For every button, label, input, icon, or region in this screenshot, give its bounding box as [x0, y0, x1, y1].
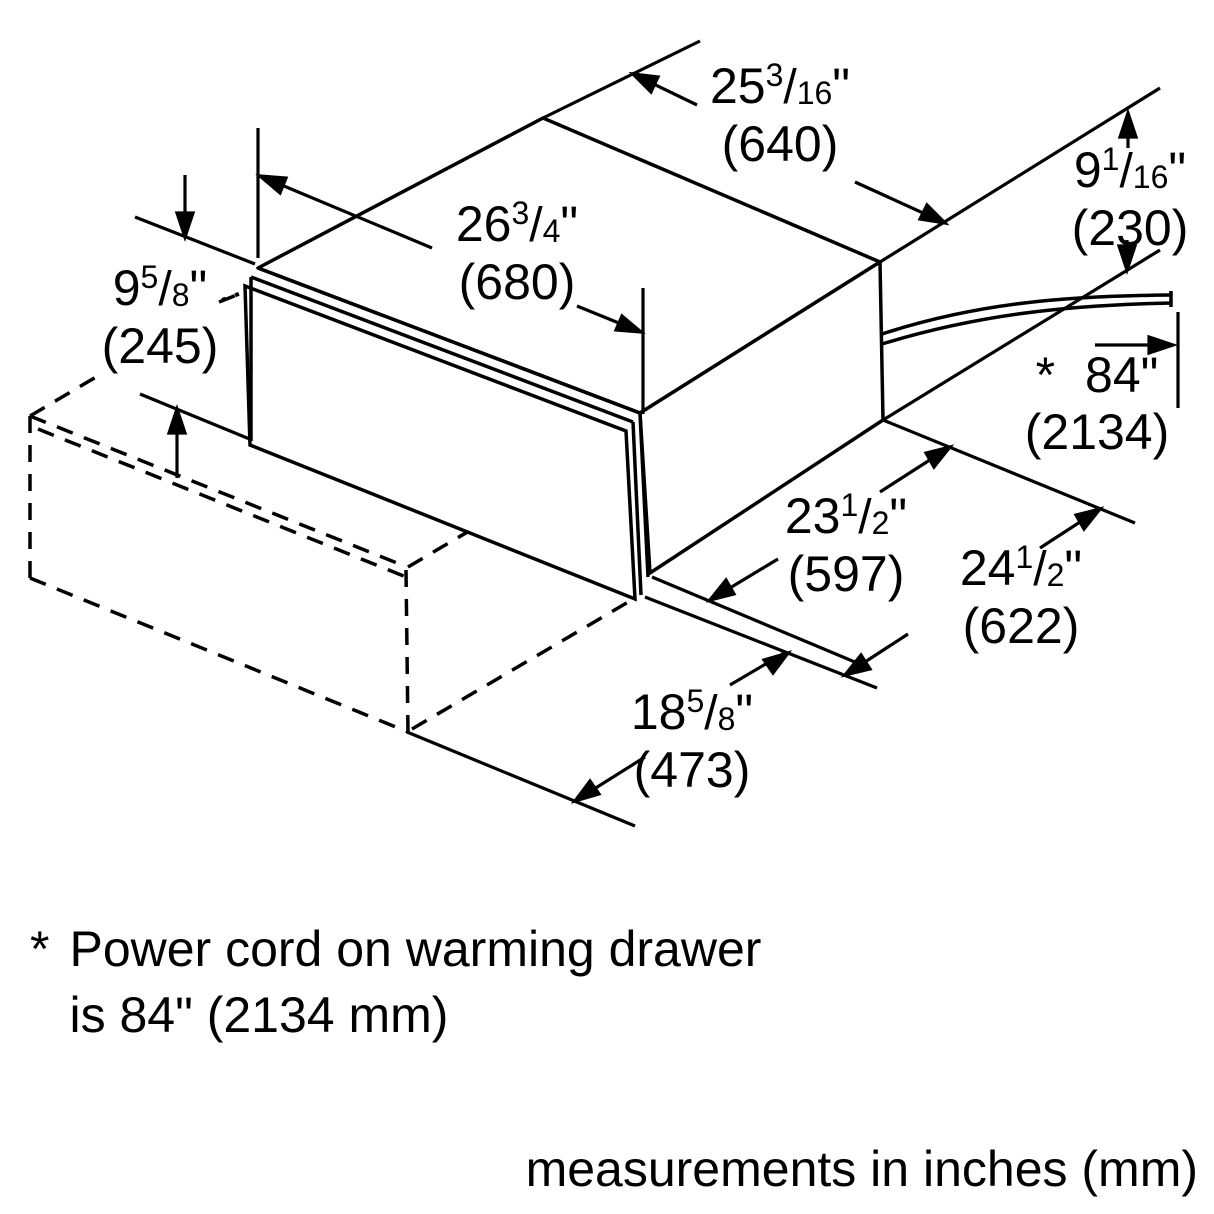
dim-230-label: 91/16" (230)	[1071, 141, 1189, 256]
footnote-line-2: is 84" (2134 mm)	[69, 987, 449, 1043]
dim-473-label: 185/8" (473)	[630, 683, 754, 798]
dim-473-lines	[570, 650, 793, 804]
dim-245-label: 95/8" (245)	[101, 259, 219, 374]
dim-2134-label: *84" (2134)	[1024, 347, 1170, 460]
dim-622-lines	[840, 506, 1105, 678]
dim-245-lines	[166, 175, 196, 478]
drawer-front-panel-lines	[243, 266, 650, 602]
footnote-asterisk: *	[30, 921, 50, 977]
footnote-line-1: Power cord on warming drawer	[69, 921, 762, 977]
dim-680-lines	[255, 174, 646, 334]
dim-597-label: 231/2" (597)	[784, 487, 908, 602]
dim-2134-lines	[1095, 334, 1179, 356]
dim-597-lines	[705, 444, 955, 603]
drawer-box-lines	[256, 116, 885, 575]
dim-680-label: 263/4" (680)	[455, 195, 579, 310]
footnote: * Power cord on warming drawer is 84" (2…	[30, 916, 761, 1048]
footnote-text: Power cord on warming drawer is 84" (213…	[69, 916, 761, 1048]
extension-lines	[134, 39, 1180, 828]
units-note: measurements in inches (mm)	[525, 1141, 1198, 1197]
dim-230-lines	[1116, 107, 1139, 276]
dim-640-lines	[628, 71, 950, 226]
dim-640-label: 253/16" (640)	[709, 57, 851, 172]
dim-622-label: 241/2" (622)	[959, 539, 1083, 654]
power-cord-lines	[881, 291, 1173, 346]
